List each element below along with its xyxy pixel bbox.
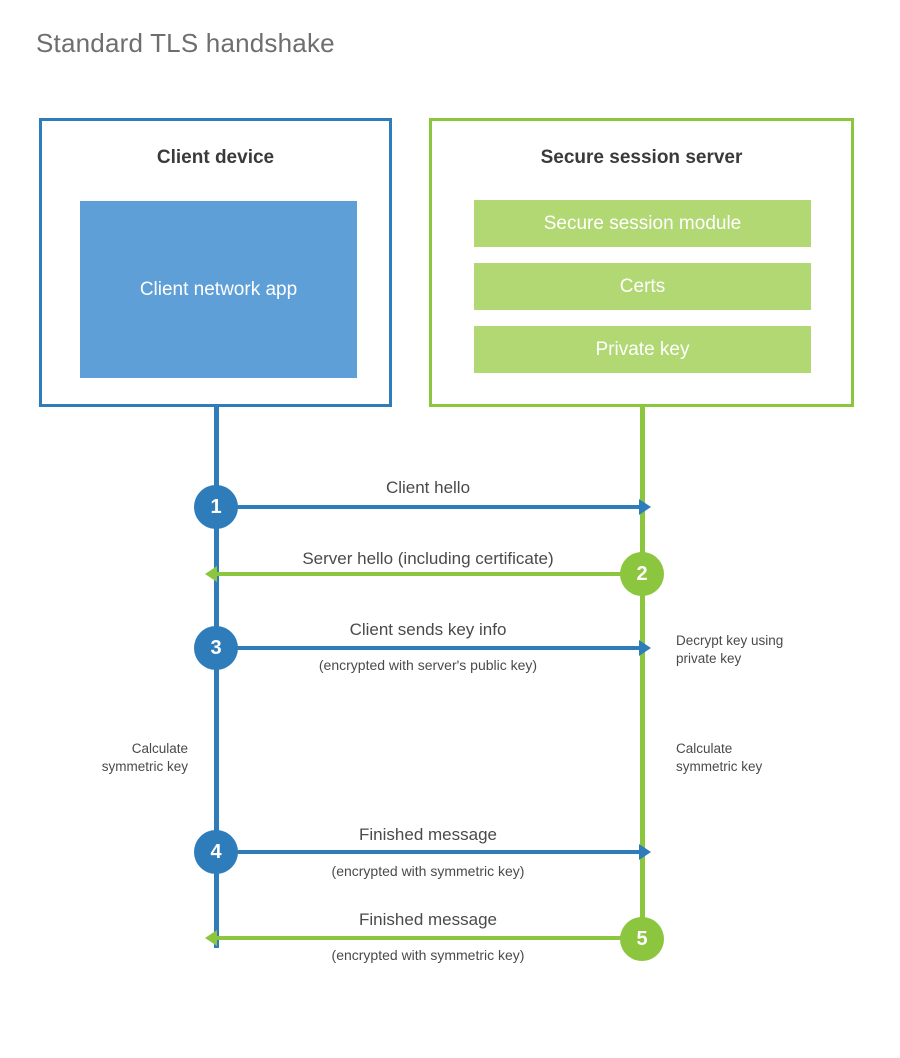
arrow-step-4 xyxy=(216,844,651,860)
annotation-server-calculate-symmetric-key: Calculate symmetric key xyxy=(676,741,763,775)
page-title: Standard TLS handshake xyxy=(36,28,335,58)
arrowhead-left-icon xyxy=(205,930,217,946)
step-marker-1: 1 xyxy=(194,485,238,529)
secure-session-server-title: Secure session server xyxy=(540,147,743,168)
step-marker-5: 5 xyxy=(620,917,664,961)
server-lifeline xyxy=(640,404,645,941)
arrow-step-1 xyxy=(216,499,651,515)
server-component-certs: Certs xyxy=(474,263,811,310)
server-component-private-key: Private key xyxy=(474,326,811,373)
annotation-client-calculate-symmetric-key: Calculate symmetric key xyxy=(101,741,188,775)
arrowhead-right-icon xyxy=(639,844,651,860)
message-sublabel-step-5: (encrypted with symmetric key) xyxy=(331,947,525,963)
client-device-box: Client device Client network app xyxy=(39,118,392,407)
arrowhead-right-icon xyxy=(639,499,651,515)
arrowhead-left-icon xyxy=(205,566,217,582)
message-label-step-2: Server hello (including certificate) xyxy=(302,549,554,568)
arrow-step-2 xyxy=(205,566,640,582)
message-label-step-4: Finished message xyxy=(359,825,497,844)
step-marker-4: 4 xyxy=(194,830,238,874)
message-label-step-1: Client hello xyxy=(385,478,471,497)
server-component-secure-session-module: Secure session module xyxy=(474,200,811,247)
arrow-step-3 xyxy=(216,640,651,656)
step-marker-2: 2 xyxy=(620,552,664,596)
secure-session-server-box: Secure session server Secure session mod… xyxy=(429,118,854,407)
message-sublabel-step-3: (encrypted with server's public key) xyxy=(318,657,538,673)
client-lifeline xyxy=(214,404,219,948)
arrow-step-5 xyxy=(205,930,640,946)
annotation-server-decrypt-key: Decrypt key using private key xyxy=(676,633,784,667)
client-device-title: Client device xyxy=(156,147,275,168)
step-marker-3: 3 xyxy=(194,626,238,670)
client-network-app-block: Client network app xyxy=(80,201,357,378)
message-label-step-5: Finished message xyxy=(359,910,497,929)
message-sublabel-step-4: (encrypted with symmetric key) xyxy=(331,863,525,879)
message-label-step-3: Client sends key info xyxy=(349,620,507,639)
arrowhead-right-icon xyxy=(639,640,651,656)
